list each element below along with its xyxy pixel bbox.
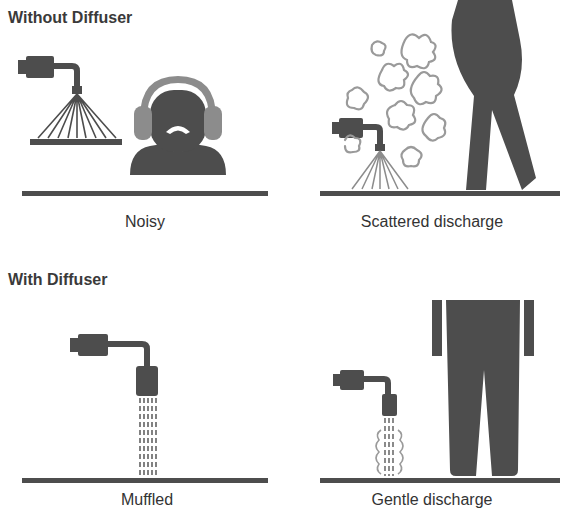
nozzle-pipe [364, 376, 391, 396]
standing-figure [432, 300, 534, 476]
spray-scattered [352, 151, 408, 189]
caption-label: Scattered discharge [361, 212, 503, 231]
headphones [134, 76, 222, 140]
nozzle-pipe [363, 124, 383, 146]
ground-line [320, 478, 560, 483]
plate [30, 139, 122, 145]
person-head [150, 90, 206, 152]
diffuser [136, 366, 158, 396]
spray-noisy [38, 94, 116, 138]
ground-line [22, 191, 268, 196]
nozzle-body [78, 334, 108, 356]
section-heading: Without Diffuser [8, 8, 132, 27]
streams-muffled [140, 398, 156, 476]
nozzle-body [26, 56, 54, 78]
diffuser [382, 394, 397, 416]
caption-label: Noisy [125, 212, 165, 231]
streams-gentle [385, 418, 393, 476]
nozzle-cap [333, 374, 340, 386]
nozzle-tip [375, 144, 385, 151]
walking-legs [451, 0, 536, 190]
ground-line [320, 191, 560, 196]
mist-small [376, 430, 403, 474]
caption-label: Gentle discharge [372, 490, 493, 509]
nozzle-body [340, 370, 364, 390]
nozzle-cap [332, 122, 339, 134]
section-heading: With Diffuser [8, 270, 107, 289]
nozzle-tip [72, 86, 82, 94]
nozzle-cap [18, 60, 26, 74]
nozzle-cap [70, 338, 78, 352]
caption-label: Muffled [121, 490, 173, 509]
nozzle-pipe [108, 341, 150, 368]
nozzle-pipe [54, 63, 80, 88]
mouth [166, 126, 190, 134]
mist-clouds [345, 34, 445, 166]
ground-line [22, 478, 268, 483]
